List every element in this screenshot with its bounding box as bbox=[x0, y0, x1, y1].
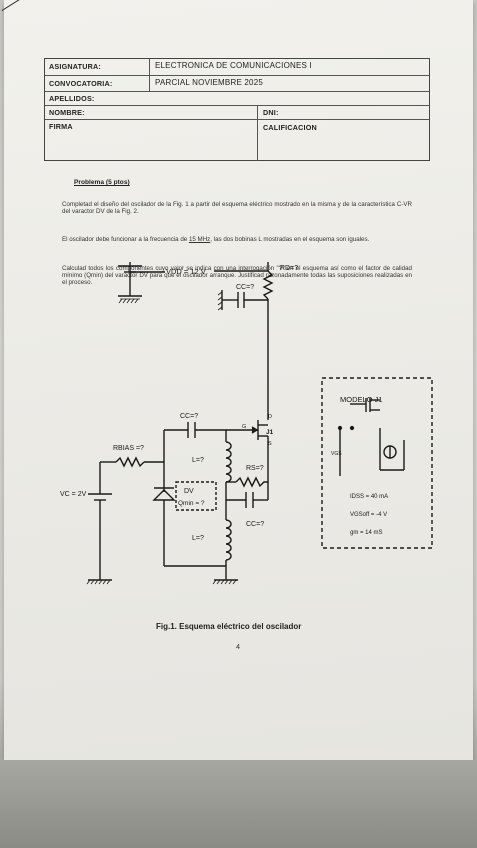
cc-top-label: CC=? bbox=[236, 284, 254, 291]
l-bottom-label: L=? bbox=[192, 535, 204, 542]
node-s-label: S bbox=[268, 441, 272, 447]
asignatura-value: ELECTRONICA DE COMUNICACIONES I bbox=[155, 61, 312, 70]
firma-label: FIRMA bbox=[49, 122, 73, 131]
page-number: 4 bbox=[236, 642, 240, 651]
rs-label: RS=? bbox=[246, 465, 264, 472]
row-asignatura: ASIGNATURA: ELECTRONICA DE COMUNICACIONE… bbox=[45, 59, 429, 76]
model-gm: gm = 14 mS bbox=[350, 530, 383, 536]
row-convocatoria: CONVOCATORIA: PARCIAL NOVIEMBRE 2025 bbox=[45, 76, 429, 92]
row-firma: FIRMA CALIFICACION bbox=[45, 120, 429, 161]
cc-left-label: CC=? bbox=[180, 413, 198, 420]
nombre-label: NOMBRE: bbox=[49, 108, 85, 117]
dv-label: DV bbox=[184, 488, 194, 495]
rd-resistor bbox=[262, 262, 274, 420]
cc-left-capacitor bbox=[164, 422, 240, 438]
problem-paragraph-1: Completad el diseño del oscilador de la … bbox=[62, 201, 412, 216]
convocatoria-label: CONVOCATORIA: bbox=[49, 79, 113, 88]
problem-paragraph-3: Calculad todos los componentes cuyo valo… bbox=[62, 265, 412, 287]
model-vgs-label: VGS bbox=[331, 451, 342, 457]
vc-source bbox=[86, 462, 112, 585]
frequency-value: 15 MHz bbox=[188, 236, 211, 243]
row-nombre: NOMBRE: DNI: bbox=[45, 106, 429, 120]
asignatura-label: ASIGNATURA: bbox=[49, 62, 101, 71]
rs-resistor bbox=[226, 470, 269, 488]
convocatoria-value: PARCIAL NOVIEMBRE 2025 bbox=[155, 78, 263, 87]
l-top-inductor bbox=[225, 430, 232, 520]
l-top-label: L=? bbox=[192, 457, 204, 464]
rd-label: RD=? bbox=[280, 265, 298, 272]
l-bottom-inductor bbox=[164, 519, 238, 585]
model-vgsoff: VGSoff = -4 V bbox=[350, 512, 387, 518]
qmin-label: Qmin = ? bbox=[178, 500, 205, 507]
cc-top-capacitor bbox=[217, 290, 268, 311]
apellidos-label: APELLIDOS: bbox=[49, 94, 95, 103]
model-idss: IDSS = 40 mA bbox=[350, 494, 388, 500]
p2-text-b: , las dos bobinas L mostradas en el esqu… bbox=[210, 236, 370, 243]
cc-bottom-capacitor bbox=[226, 482, 269, 508]
dni-label: DNI: bbox=[263, 108, 279, 117]
model-title: MODELO J1 bbox=[340, 395, 383, 404]
p2-text-a: El oscilador debe funcionar a la frecuen… bbox=[62, 236, 189, 243]
table-surface bbox=[0, 760, 477, 848]
exam-header-table: ASIGNATURA: ELECTRONICA DE COMUNICACIONE… bbox=[44, 58, 430, 161]
problem-title: Problema (5 ptos) bbox=[74, 179, 130, 186]
j1-transistor bbox=[240, 420, 269, 470]
rbias-label: RBIAS =? bbox=[113, 445, 144, 452]
exam-sheet bbox=[4, 0, 473, 760]
cc-bottom-label: CC=? bbox=[246, 521, 264, 528]
vdd-label: VDD = 12 V bbox=[166, 267, 206, 276]
calificacion-label: CALIFICACION bbox=[263, 123, 317, 132]
model-box bbox=[321, 377, 433, 549]
node-d-label: D bbox=[268, 414, 272, 420]
j1-label: J1 bbox=[266, 429, 274, 436]
vdd-source bbox=[118, 262, 165, 304]
dv-varactor bbox=[152, 480, 217, 566]
rbias-resistor bbox=[100, 430, 165, 480]
row-apellidos: APELLIDOS: bbox=[45, 92, 429, 106]
figure-caption: Fig.1. Esquema eléctrico del oscilador bbox=[156, 622, 302, 631]
node-g-label: G bbox=[242, 424, 246, 430]
vc-label: VC = 2V bbox=[60, 491, 87, 498]
problem-paragraph-2: El oscilador debe funcionar a la frecuen… bbox=[62, 236, 412, 243]
